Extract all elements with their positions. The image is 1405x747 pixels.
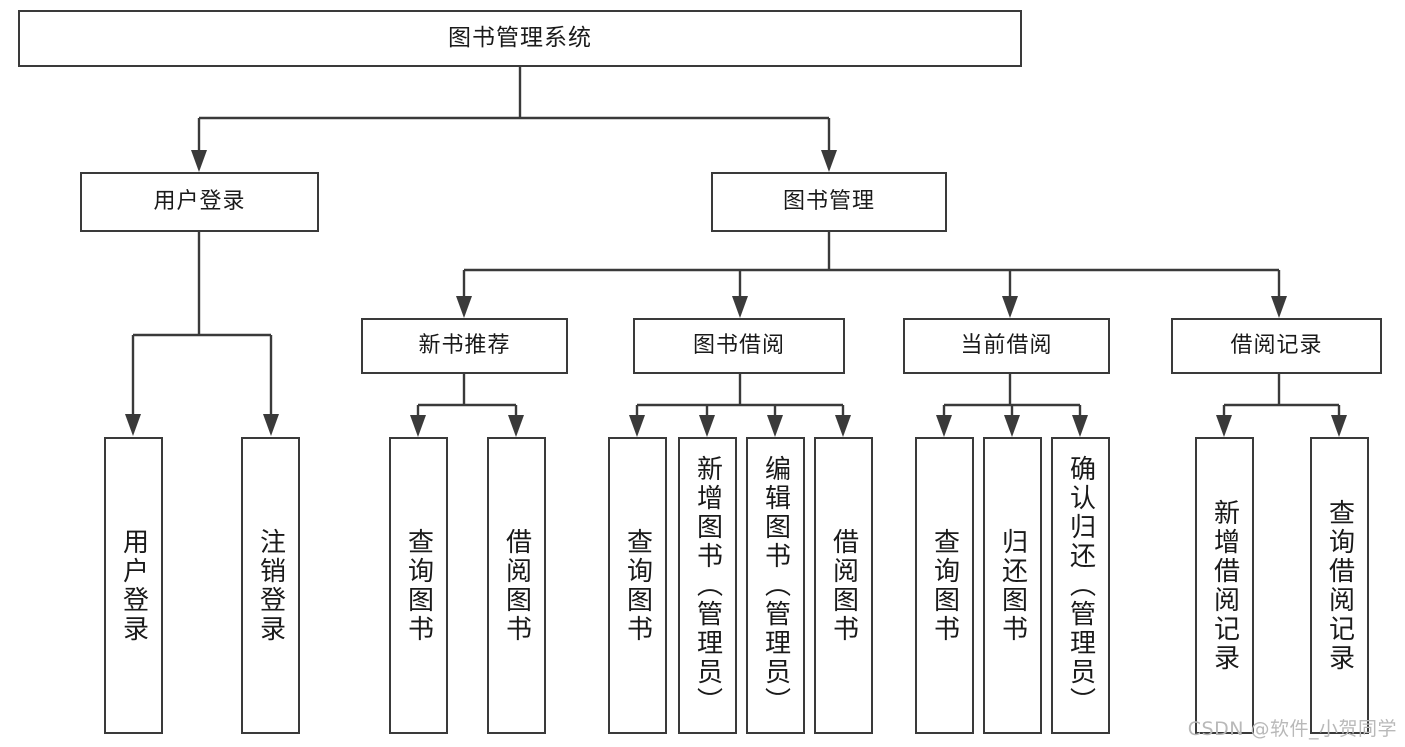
arrowhead-borrow-record <box>1271 296 1287 318</box>
leaf-borrow-record-query[interactable]: 查询借阅记录 <box>1310 437 1369 734</box>
leaf-book-borrow-add[interactable]: 新增图书（管理员） <box>678 437 737 734</box>
node-new-book-recommend[interactable]: 新书推荐 <box>361 318 568 374</box>
arrowhead-book-borrow-leaf3 <box>767 415 783 437</box>
node-new-book-recommend-label: 新书推荐 <box>418 332 511 358</box>
node-book-borrow[interactable]: 图书借阅 <box>633 318 845 374</box>
leaf-book-borrow-borrow[interactable]: 借阅图书 <box>814 437 873 734</box>
leaf-current-borrow-query-label: 查询图书 <box>929 527 960 644</box>
arrowhead-user-login-leaf2 <box>263 414 279 436</box>
leaf-current-borrow-confirm[interactable]: 确认归还（管理员） <box>1051 437 1110 734</box>
node-root-system-label: 图书管理系统 <box>448 24 592 51</box>
leaf-book-borrow-query-label: 查询图书 <box>622 527 653 644</box>
leaf-book-borrow-edit[interactable]: 编辑图书（管理员） <box>746 437 805 734</box>
csdn-watermark: CSDN @软件_小贺同学 <box>1187 718 1397 740</box>
arrowhead-borrow-record-leaf2 <box>1331 415 1347 437</box>
arrowhead-book-management <box>821 150 837 172</box>
leaf-new-book-query[interactable]: 查询图书 <box>389 437 448 734</box>
arrowhead-book-borrow <box>732 296 748 318</box>
leaf-current-borrow-return-label: 归还图书 <box>997 527 1028 644</box>
leaf-user-login-login[interactable]: 用户登录 <box>104 437 163 734</box>
node-book-borrow-label: 图书借阅 <box>692 332 785 358</box>
arrowhead-new-book <box>456 296 472 318</box>
leaf-current-borrow-confirm-label: 确认归还（管理员） <box>1065 455 1096 716</box>
node-book-management[interactable]: 图书管理 <box>711 172 947 232</box>
leaf-borrow-record-add-label: 新增借阅记录 <box>1209 498 1240 673</box>
node-user-login[interactable]: 用户登录 <box>80 172 319 232</box>
leaf-new-book-borrow[interactable]: 借阅图书 <box>487 437 546 734</box>
arrowhead-user-login <box>191 150 207 172</box>
arrowhead-book-borrow-leaf1 <box>629 415 645 437</box>
arrowhead-book-borrow-leaf4 <box>835 415 851 437</box>
node-user-login-label: 用户登录 <box>153 188 246 214</box>
leaf-book-borrow-edit-label: 编辑图书（管理员） <box>760 455 791 716</box>
arrowhead-current-borrow <box>1002 296 1018 318</box>
arrowhead-book-borrow-leaf2 <box>699 415 715 437</box>
leaf-book-borrow-query[interactable]: 查询图书 <box>608 437 667 734</box>
arrowhead-user-login-leaf1 <box>125 414 141 436</box>
node-borrow-record-label: 借阅记录 <box>1230 332 1323 358</box>
leaf-user-login-logout[interactable]: 注销登录 <box>241 437 300 734</box>
leaf-user-login-logout-label: 注销登录 <box>255 527 286 644</box>
leaf-user-login-login-label: 用户登录 <box>118 527 149 644</box>
leaf-current-borrow-return[interactable]: 归还图书 <box>983 437 1042 734</box>
leaf-new-book-query-label: 查询图书 <box>403 527 434 644</box>
arrowhead-new-book-leaf2 <box>508 415 524 437</box>
leaf-book-borrow-add-label: 新增图书（管理员） <box>692 455 723 716</box>
node-current-borrow[interactable]: 当前借阅 <box>903 318 1110 374</box>
leaf-book-borrow-borrow-label: 借阅图书 <box>828 527 859 644</box>
leaf-new-book-borrow-label: 借阅图书 <box>501 527 532 644</box>
arrowhead-new-book-leaf1 <box>410 415 426 437</box>
leaf-borrow-record-add[interactable]: 新增借阅记录 <box>1195 437 1254 734</box>
arrowhead-current-borrow-leaf3 <box>1072 415 1088 437</box>
leaf-current-borrow-query[interactable]: 查询图书 <box>915 437 974 734</box>
node-borrow-record[interactable]: 借阅记录 <box>1171 318 1382 374</box>
node-current-borrow-label: 当前借阅 <box>960 332 1053 358</box>
node-root-system[interactable]: 图书管理系统 <box>18 10 1022 67</box>
node-book-management-label: 图书管理 <box>782 188 875 214</box>
leaf-borrow-record-query-label: 查询借阅记录 <box>1324 498 1355 673</box>
arrowhead-current-borrow-leaf2 <box>1004 415 1020 437</box>
arrowhead-current-borrow-leaf1 <box>936 415 952 437</box>
arrowhead-borrow-record-leaf1 <box>1216 415 1232 437</box>
